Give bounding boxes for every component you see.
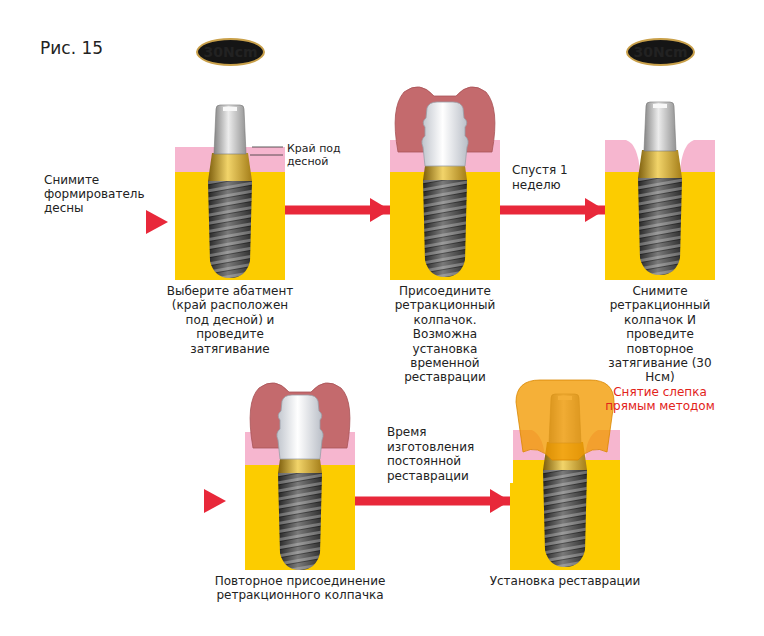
torque-badge: 30Ncm	[626, 38, 695, 66]
lead-in-arrowhead	[204, 489, 226, 513]
step-arrow	[285, 206, 390, 215]
torque-badge: 30Ncm	[196, 38, 265, 66]
torque-value: 30Ncm	[633, 44, 687, 60]
implant	[543, 442, 587, 567]
figure-title: Рис. 15	[40, 38, 103, 58]
step-text: Снимите ретракционный колпачок И проведи…	[594, 284, 726, 385]
crown	[516, 380, 614, 460]
step-caption: Выберите абатмент (край расположен под д…	[165, 284, 295, 356]
implant	[208, 153, 252, 278]
step-panel: Повторное присоединение ретракционного к…	[245, 432, 355, 570]
edge-label: Время изготовления постоянной реставраци…	[387, 425, 513, 483]
step-text: Повторное присоединение ретракционного к…	[208, 574, 392, 603]
step-arrow	[500, 206, 605, 215]
retraction-cap	[422, 102, 468, 166]
step-note: Снятие слепка прямым методом	[594, 385, 726, 414]
step-text: Выберите абатмент (край расположен под д…	[165, 284, 295, 356]
step-note: Снимите формирователь десны	[44, 174, 168, 215]
torque-value: 30Ncm	[203, 44, 257, 60]
lead-in-arrowhead	[146, 210, 168, 234]
step-panel: Снимите ретракционный колпачок И проведи…	[605, 140, 715, 280]
implant	[423, 152, 467, 277]
leader-line	[250, 155, 283, 156]
step-panel: Присоедините ретракционный колпачок. Воз…	[390, 140, 500, 280]
step-text: Присоедините ретракционный колпачок. Воз…	[380, 284, 510, 385]
leader-line	[252, 147, 283, 148]
gum	[680, 140, 715, 172]
callout-label: Край под десной	[287, 143, 353, 168]
step-caption: Повторное присоединение ретракционного к…	[208, 574, 392, 603]
implant	[638, 150, 682, 275]
abutment	[644, 102, 676, 151]
retraction-cap	[277, 395, 323, 459]
abutment	[214, 105, 246, 154]
step-panel: Установка реставрации	[510, 432, 620, 570]
implant	[278, 445, 322, 570]
step-caption: Присоедините ретракционный колпачок. Воз…	[380, 284, 510, 385]
step-caption: Установка реставрации	[480, 574, 650, 588]
edge-label: Спустя 1 неделю	[512, 163, 596, 192]
gum	[605, 140, 640, 172]
step-panel: Выберите абатмент (край расположен под д…	[175, 140, 285, 280]
step-caption: Снимите ретракционный колпачок И проведи…	[594, 284, 726, 414]
lead-in-arrow	[160, 497, 204, 506]
step-text: Установка реставрации	[480, 574, 650, 588]
lead-in-arrow	[110, 218, 146, 227]
step-arrow	[355, 497, 510, 506]
